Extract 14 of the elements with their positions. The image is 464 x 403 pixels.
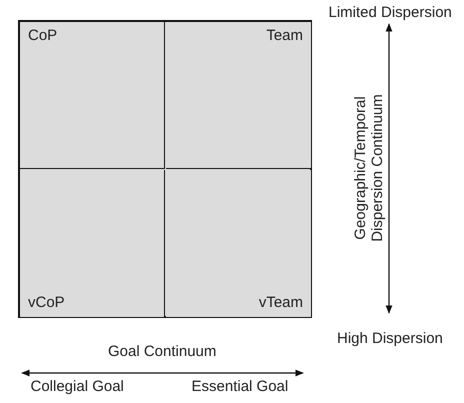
quadrant-label: vTeam	[258, 294, 303, 311]
axis-title: Geographic/Temporal Dispersion Continuum	[352, 93, 386, 243]
quadrant-label: CoP	[28, 27, 58, 44]
axis-title: Goal Continuum	[108, 343, 216, 360]
axis-end-label: Limited Dispersion	[328, 4, 452, 21]
quadrant	[166, 170, 311, 317]
quadrant	[20, 22, 165, 169]
axis-end-label: High Dispersion	[337, 330, 443, 347]
axis-end-label: Collegial Goal	[30, 378, 124, 395]
quadrant	[20, 170, 165, 317]
axis-end-label: Essential Goal	[192, 378, 288, 395]
quadrant-label: vCoP	[28, 294, 65, 311]
quadrant-label: Team	[266, 27, 303, 44]
quadrant	[166, 22, 311, 169]
